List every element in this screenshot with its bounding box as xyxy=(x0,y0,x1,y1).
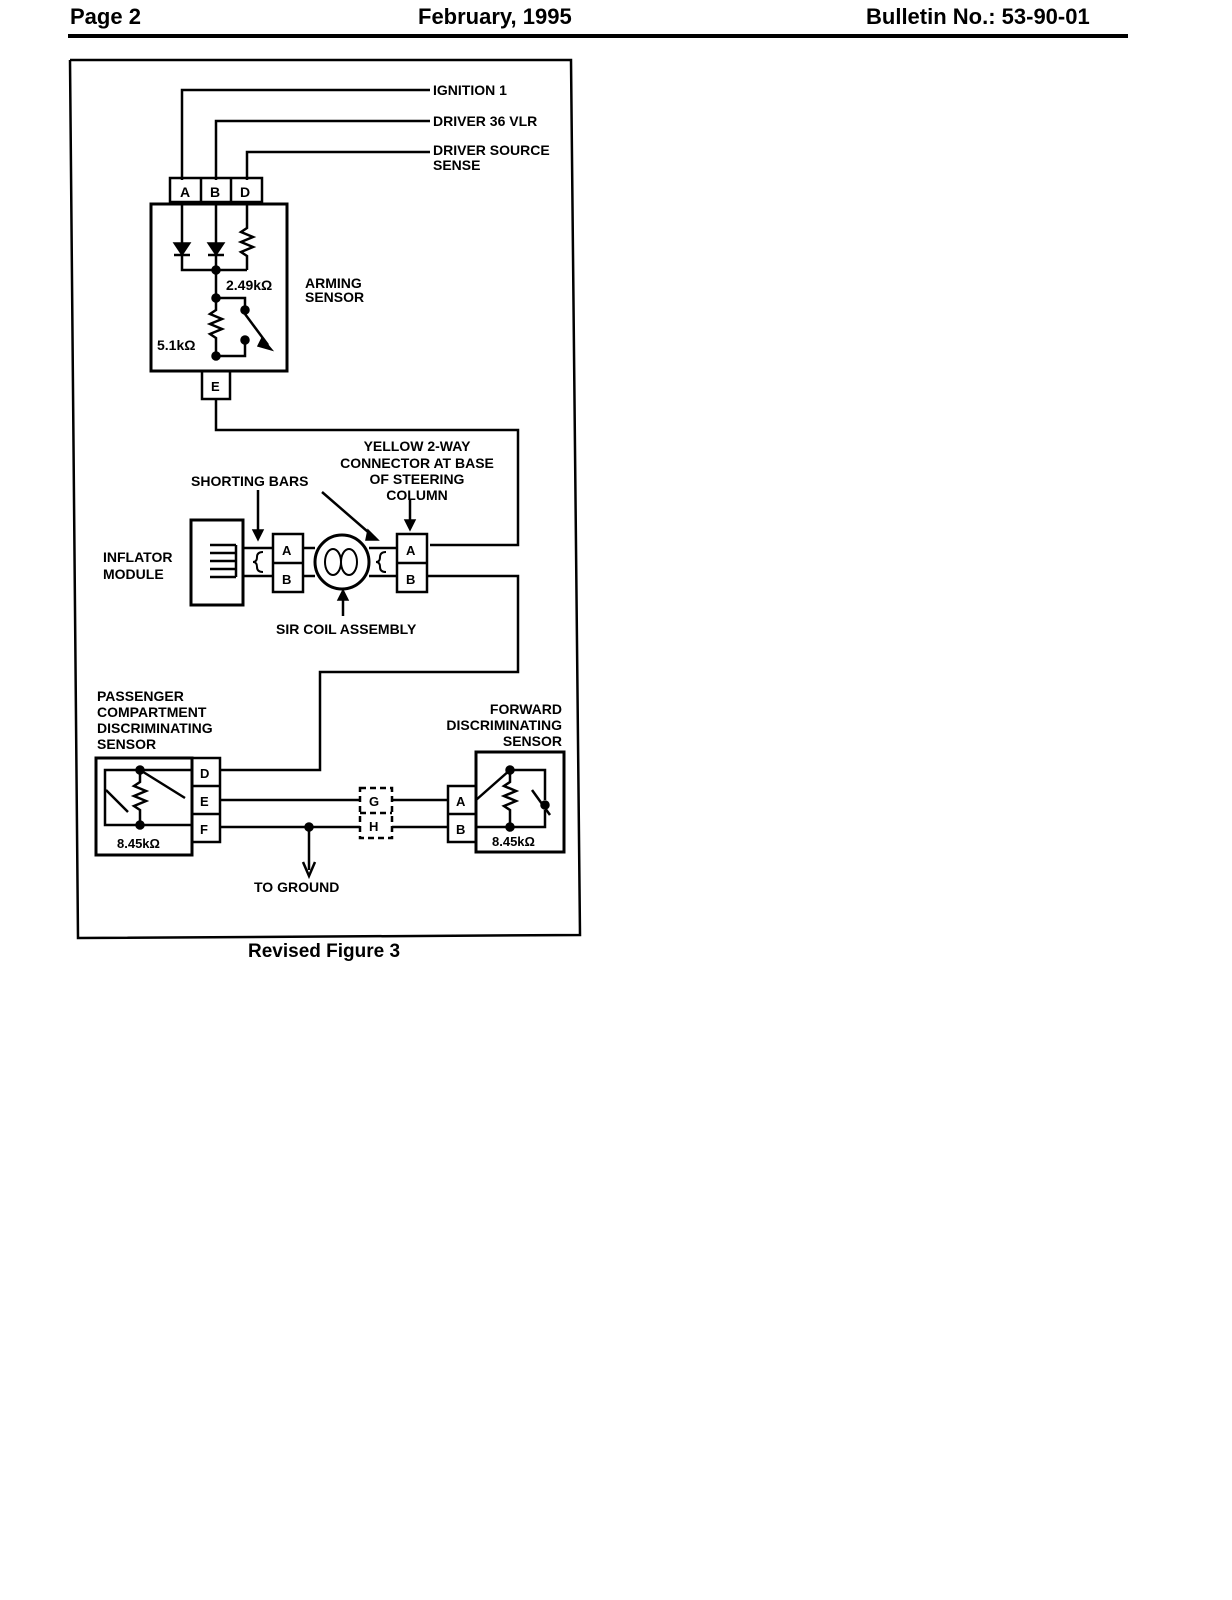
passenger-label-4: SENSOR xyxy=(97,736,156,752)
shorting-bar-pointer-2 xyxy=(321,491,376,539)
inflator-element xyxy=(210,543,238,579)
passenger-label-1: PASSENGER xyxy=(97,688,184,704)
bulletin-date: February, 1995 xyxy=(418,4,572,29)
connector-left-a: A xyxy=(282,543,292,558)
arming-resistor-top xyxy=(237,202,257,270)
inflator-module-body xyxy=(189,518,245,607)
page-number: Page 2 xyxy=(70,4,141,29)
arming-resistor-bottom xyxy=(206,298,226,356)
label-ignition: IGNITION 1 xyxy=(433,82,507,98)
sir-coil xyxy=(313,533,371,591)
shorting-bar-right xyxy=(375,551,387,573)
yellow-line-1: YELLOW 2-WAY xyxy=(364,438,471,454)
yellow-line-2: CONNECTOR AT BASE xyxy=(340,455,494,471)
label-driver-source-1: DRIVER SOURCE xyxy=(433,142,550,158)
label-driver-source-2: SENSE xyxy=(433,157,480,173)
forward-resistor: 8.45kΩ xyxy=(492,834,535,849)
forward-label-1: FORWARD xyxy=(490,701,562,717)
inflator-label-1: INFLATOR xyxy=(103,549,172,565)
bulletin-number: Bulletin No.: 53-90-01 xyxy=(866,4,1090,29)
arming-pin-d: D xyxy=(240,184,250,200)
ground-arrow xyxy=(301,861,317,880)
arming-internal-bus xyxy=(180,255,247,298)
passenger-resistor: 8.45kΩ xyxy=(117,836,160,851)
wire-driver-source xyxy=(245,150,430,180)
passenger-label-2: COMPARTMENT xyxy=(97,704,207,720)
label-to-ground: TO GROUND xyxy=(254,879,339,895)
figure-caption: Revised Figure 3 xyxy=(248,941,401,962)
inflator-label-2: MODULE xyxy=(103,566,164,582)
arming-pin-a: A xyxy=(180,184,190,200)
header-rule xyxy=(68,34,1128,38)
arming-label-1: ARMING xyxy=(305,275,362,291)
wire-driver-vlr xyxy=(214,119,430,180)
arming-diode-a xyxy=(172,242,192,257)
forward-pin-b: B xyxy=(456,822,465,837)
forward-label-2: DISCRIMINATING xyxy=(446,717,562,733)
forward-pin-a: A xyxy=(456,794,466,809)
arming-diode-b xyxy=(206,242,226,257)
passenger-internal xyxy=(103,768,192,827)
arming-switch-leg xyxy=(216,296,247,358)
passenger-pin-d: D xyxy=(200,766,209,781)
wire-arming-to-connector-a xyxy=(214,399,520,547)
wire-connector-b-to-passenger xyxy=(220,574,520,772)
yellow-line-4: COLUMN xyxy=(386,487,447,503)
connector-right-b: B xyxy=(406,572,415,587)
connector-right-a: A xyxy=(406,543,416,558)
label-shorting-bars: SHORTING BARS xyxy=(191,473,308,489)
arming-pin-b: B xyxy=(210,184,220,200)
splice-g: G xyxy=(369,794,379,809)
arming-r-bottom: 5.1kΩ xyxy=(157,337,195,353)
shorting-bar-left xyxy=(252,551,264,573)
arming-r-top: 2.49kΩ xyxy=(226,277,272,293)
passenger-pin-f: F xyxy=(200,822,208,837)
connector-left-b: B xyxy=(282,572,291,587)
passenger-label-3: DISCRIMINATING xyxy=(97,720,213,736)
arming-label-2: SENSOR xyxy=(305,289,364,305)
splice-h: H xyxy=(369,819,378,834)
forward-internal xyxy=(475,768,547,829)
forward-sensor-body xyxy=(474,750,566,854)
forward-label-3: SENSOR xyxy=(503,733,562,749)
yellow-line-3: OF STEERING xyxy=(370,471,465,487)
splice-box xyxy=(358,786,394,840)
label-driver-vlr: DRIVER 36 VLR xyxy=(433,113,537,129)
passenger-switch-arm xyxy=(105,789,129,813)
figure-frame xyxy=(68,58,582,940)
label-sir-coil: SIR COIL ASSEMBLY xyxy=(276,621,417,637)
arming-pin-e: E xyxy=(211,379,220,394)
passenger-pin-e: E xyxy=(200,794,209,809)
wire-ignition xyxy=(180,88,430,180)
arming-switch-arrowhead xyxy=(256,336,275,352)
